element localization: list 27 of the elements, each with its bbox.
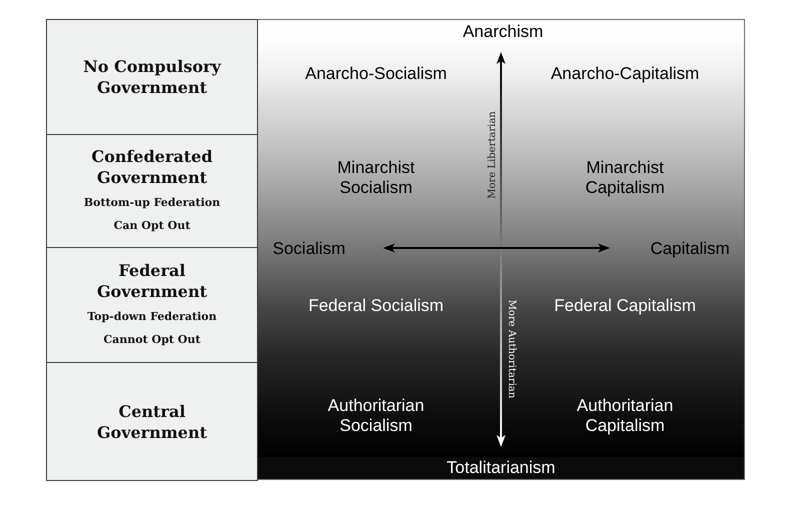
band-heading: Confederated Government [90,146,214,188]
quadrant-label: Federal Capitalism [554,296,696,316]
band-note: Top-down Federation [87,308,217,324]
quadrant-label: Minarchist Capitalism [584,158,666,198]
axis-end-label: Socialism [272,239,346,259]
band-note: Cannot Opt Out [104,332,200,348]
quadrant-label: Authoritarian Capitalism [576,396,674,436]
quadrant-label: Minarchist Socialism [336,158,416,198]
quadrant-label: Anarcho-Socialism [305,64,447,84]
axis-end-label: Capitalism [650,239,730,259]
quadrant-label: Anarcho-Capitalism [550,64,700,84]
band-note: Can Opt Out [114,218,190,234]
axis-caption: More Libertarian [487,111,499,199]
category-band [46,134,258,248]
band-heading: No Compulsory Government [82,56,222,98]
category-band [46,247,258,363]
bottom-band [258,457,744,479]
axis-end-label: Totalitarianism [446,458,556,478]
band-heading: Central Government [96,400,208,442]
axis-caption: More Authoritarian [505,300,517,398]
axis-end-label: Anarchism [462,22,544,42]
band-heading: Federal Government [96,260,208,302]
quadrant-label: Federal Socialism [308,296,444,316]
quadrant-label: Authoritarian Socialism [326,396,426,436]
category-band [46,19,258,135]
band-note: Bottom-up Federation [84,194,220,210]
category-band [46,362,258,481]
